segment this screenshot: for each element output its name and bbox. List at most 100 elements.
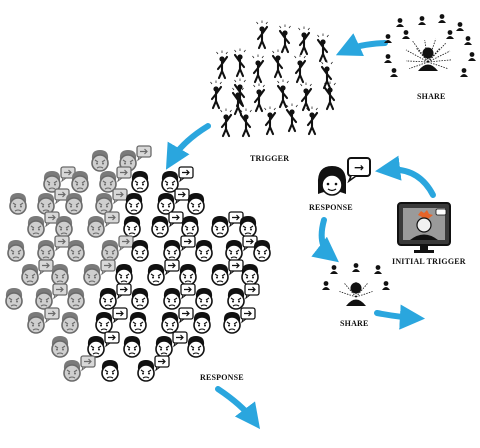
label-response-bottom: RESPONSE (200, 373, 244, 382)
angry-face-icon (227, 288, 245, 310)
arrow-initial-to-response (374, 155, 436, 198)
angry-face-icon (131, 171, 149, 193)
angry-face-icon (157, 193, 175, 215)
angry-face-icon (55, 216, 73, 238)
angry-face-icon (193, 312, 211, 334)
speech-bubble-icon (240, 307, 256, 324)
angry-face-icon (71, 171, 89, 193)
person-icon (352, 263, 360, 272)
arrow-response-to-share (311, 217, 339, 263)
angry-face-icon (241, 264, 259, 286)
speech-bubble-icon (178, 307, 194, 324)
angry-face-icon (187, 336, 205, 358)
angry-face-icon (179, 264, 197, 286)
arrow-share-to-trigger (335, 33, 388, 57)
person-icon (464, 36, 472, 45)
cheering-person-icon (278, 24, 291, 54)
speech-bubble-icon (168, 211, 184, 228)
angry-face-icon (95, 193, 113, 215)
person-icon (384, 34, 392, 43)
cheering-person-icon (320, 60, 333, 90)
central-person-icon (418, 47, 438, 71)
angry-face-icon (195, 240, 213, 262)
angry-face-icon (123, 336, 141, 358)
person-icon (384, 54, 392, 63)
angry-face-icon (27, 312, 45, 334)
cheering-person-icon (239, 108, 252, 138)
angry-face-icon (37, 193, 55, 215)
angry-face-icon (137, 360, 155, 382)
cheering-person-icon (323, 81, 336, 111)
speech-bubble-icon (244, 283, 260, 300)
angry-face-icon (87, 216, 105, 238)
cheering-person-icon (294, 54, 307, 84)
angry-face-icon (253, 240, 271, 262)
label-response-mid: RESPONSE (309, 203, 353, 212)
angry-face-icon (129, 312, 147, 334)
angry-face-icon (163, 288, 181, 310)
cheering-person-icon (300, 82, 313, 112)
arrow-share-to-outward (374, 304, 426, 330)
angry-face-icon (151, 216, 169, 238)
angry-face-icon (223, 312, 241, 334)
angry-face-icon (131, 288, 149, 310)
cheering-person-icon (264, 106, 277, 136)
angry-face-icon (67, 240, 85, 262)
angry-face-icon (187, 193, 205, 215)
speech-bubble-icon (242, 235, 258, 252)
angry-face-icon (131, 240, 149, 262)
speech-bubble-icon (112, 307, 128, 324)
angry-face-icon (35, 288, 53, 310)
person-icon (418, 16, 426, 25)
angry-face-icon (91, 150, 109, 172)
person-icon (396, 18, 404, 27)
angry-face-icon (161, 312, 179, 334)
speech-bubble-icon (44, 307, 60, 324)
angry-face-icon (27, 216, 45, 238)
speech-bubble-icon (54, 188, 70, 205)
speech-bubble-icon (172, 331, 188, 348)
angry-face-icon (115, 264, 133, 286)
speech-bubble-icon (118, 235, 134, 252)
angry-face-icon (211, 264, 229, 286)
speech-bubble-icon (174, 188, 190, 205)
label-trigger: TRIGGER (250, 154, 290, 163)
cheering-person-icon (253, 83, 266, 113)
angry-face-icon (161, 171, 179, 193)
label-share-top: SHARE (417, 92, 446, 101)
angry-face-icon (101, 240, 119, 262)
central-person-icon (346, 282, 366, 306)
angry-face-icon (125, 193, 143, 215)
cheering-person-icon (306, 106, 319, 136)
angry-face-icon (211, 216, 229, 238)
angry-face-icon (195, 288, 213, 310)
cheering-person-icon (216, 50, 229, 80)
angry-face-icon (181, 216, 199, 238)
cheering-person-icon (285, 103, 298, 133)
cheering-person-icon (231, 86, 244, 116)
cheering-person-icon (233, 48, 246, 78)
speech-bubble-icon (80, 355, 96, 372)
speech-bubble-icon (104, 211, 120, 228)
angry-face-icon (67, 288, 85, 310)
angry-face-icon (147, 264, 165, 286)
response-woman-face-icon (317, 166, 347, 196)
speech-bubble-icon (164, 259, 180, 276)
person-icon (456, 22, 464, 31)
speech-bubble-icon (54, 235, 70, 252)
angry-face-icon (51, 336, 69, 358)
angry-face-icon (99, 171, 117, 193)
speech-bubble-icon (60, 166, 76, 183)
cheering-person-icon (316, 33, 329, 63)
angry-face-icon (9, 193, 27, 215)
angry-face-icon (99, 288, 117, 310)
angry-face-icon (101, 360, 119, 382)
speech-bubble-icon (104, 331, 120, 348)
speech-bubble-icon (38, 259, 54, 276)
monitor-person-icon (397, 202, 451, 253)
arrow-right-icon: → (354, 161, 364, 175)
cheering-person-icon (271, 49, 284, 79)
angry-face-icon (61, 312, 79, 334)
angry-face-icon (63, 360, 81, 382)
